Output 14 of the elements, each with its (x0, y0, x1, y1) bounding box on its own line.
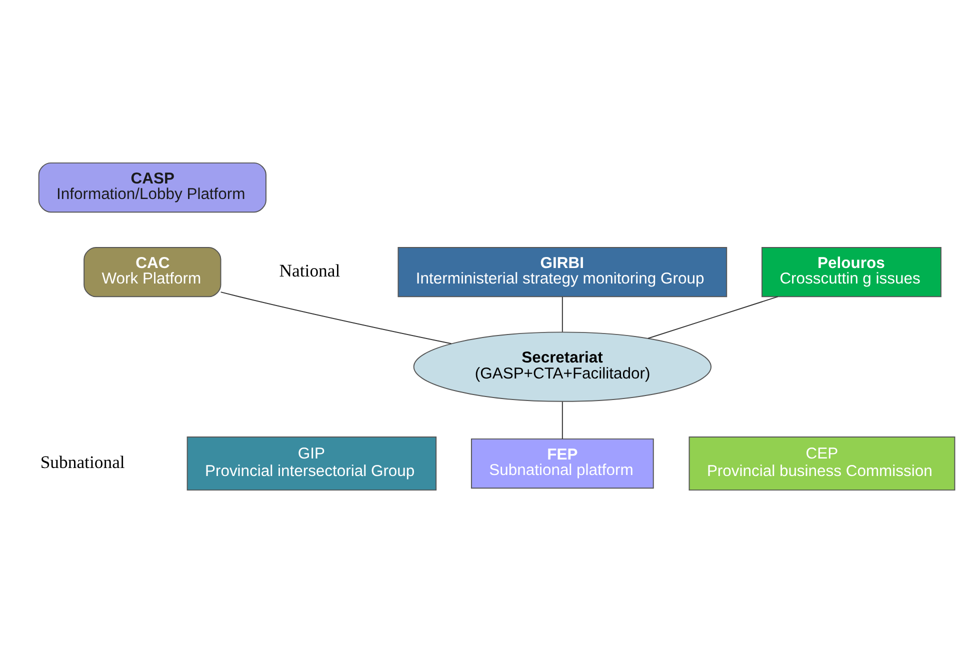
label: Subnational (40, 451, 125, 472)
node-box: GIRBI Interministerial strategy monitoring Group (398, 246, 728, 297)
connector (648, 296, 778, 338)
connector (220, 291, 452, 344)
label: National (279, 260, 340, 280)
node-box: GIP Provincial intersectorial Group (186, 436, 437, 490)
node-box: CASP Information/Lobby Platform (38, 162, 266, 212)
node-box: CEP Provincial business Commission (688, 436, 956, 490)
node-box: FEP Subnational platform (470, 438, 654, 488)
connector (562, 400, 563, 439)
node-box: CAC Work Platform (84, 246, 222, 297)
node-box: Pelouros Crosscuttin g issues (762, 246, 942, 297)
connector (562, 296, 563, 332)
node-ellipse: Secretariat (GASP+CTA+Facilitador) (413, 331, 712, 402)
